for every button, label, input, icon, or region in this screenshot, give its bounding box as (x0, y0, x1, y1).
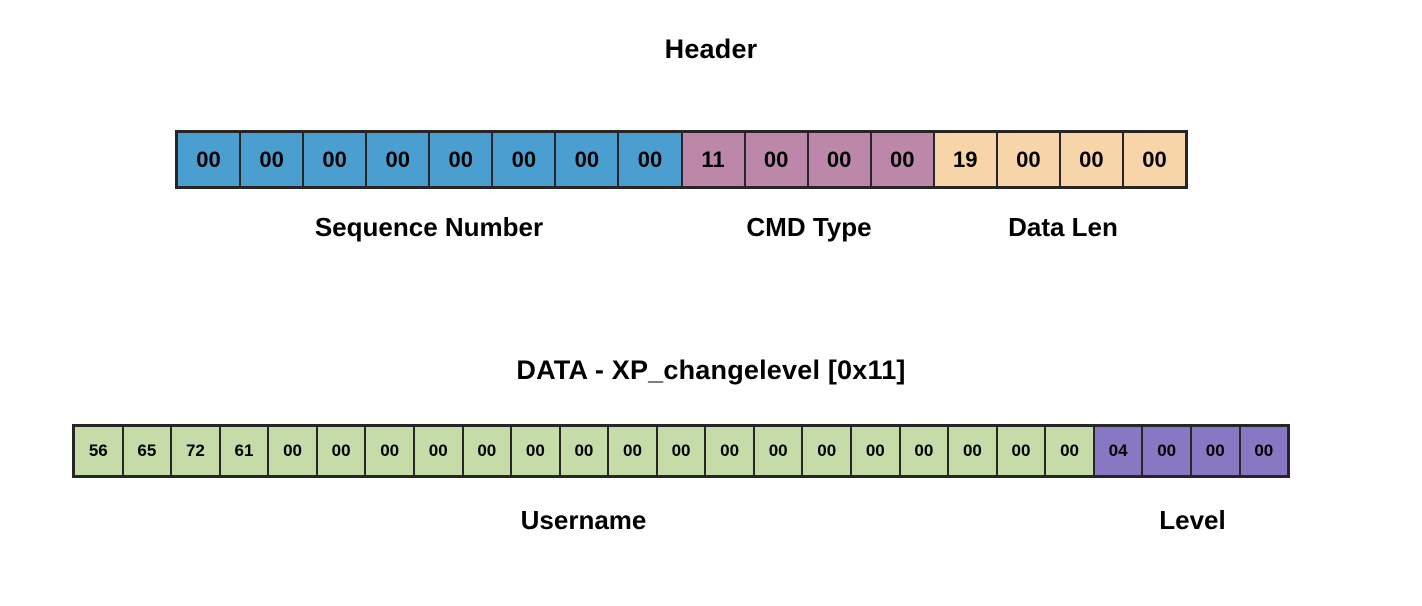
byte-cell: 00 (754, 427, 804, 475)
field-label-data-len: Data Len (1008, 212, 1118, 242)
byte-cell: 00 (560, 427, 610, 475)
byte-cell: 00 (317, 427, 367, 475)
header-section-title: Header (664, 34, 758, 64)
byte-cell: 04 (1094, 427, 1144, 475)
byte-cell: 00 (367, 133, 431, 186)
byte-cell: 00 (1123, 133, 1185, 186)
byte-cell: 00 (430, 133, 494, 186)
byte-cell: 00 (304, 133, 368, 186)
byte-cell: 56 (75, 427, 124, 475)
byte-cell: 00 (852, 427, 901, 475)
byte-cell: 72 (172, 427, 221, 475)
byte-cell: 00 (997, 133, 1061, 186)
byte-cell: 00 (871, 133, 935, 186)
byte-cell: 00 (178, 133, 242, 186)
byte-cell: 00 (556, 133, 620, 186)
field-label-sequence-number: Sequence Number (314, 212, 544, 242)
field-label-cmd-type: CMD Type (746, 212, 872, 242)
byte-cell: 00 (609, 427, 658, 475)
byte-cell: 00 (808, 133, 872, 186)
byte-cell: 61 (220, 427, 270, 475)
byte-cell: 00 (512, 427, 561, 475)
field-label-level: Level (1159, 505, 1226, 535)
byte-cell: 00 (366, 427, 415, 475)
byte-cell: 00 (619, 133, 683, 186)
byte-cell: 00 (1191, 427, 1241, 475)
byte-cell: 00 (900, 427, 950, 475)
byte-cell: 00 (949, 427, 998, 475)
field-label-username: Username (520, 505, 647, 535)
byte-cell: 11 (682, 133, 746, 186)
byte-cell: 65 (123, 427, 173, 475)
byte-cell: 00 (1143, 427, 1192, 475)
byte-cell: 00 (706, 427, 755, 475)
byte-cell: 00 (997, 427, 1047, 475)
byte-cell: 00 (745, 133, 809, 186)
byte-cell: 00 (269, 427, 318, 475)
byte-cell: 00 (493, 133, 557, 186)
data-section-title: DATA - XP_changelevel [0x11] (516, 355, 906, 385)
byte-cell: 19 (934, 133, 998, 186)
byte-cell: 00 (414, 427, 464, 475)
byte-cell: 00 (1046, 427, 1095, 475)
byte-cell: 00 (463, 427, 513, 475)
byte-cell: 00 (657, 427, 707, 475)
byte-cell: 00 (1240, 427, 1288, 475)
byte-cell: 00 (803, 427, 852, 475)
byte-cell: 00 (241, 133, 305, 186)
byte-cell: 00 (1060, 133, 1124, 186)
